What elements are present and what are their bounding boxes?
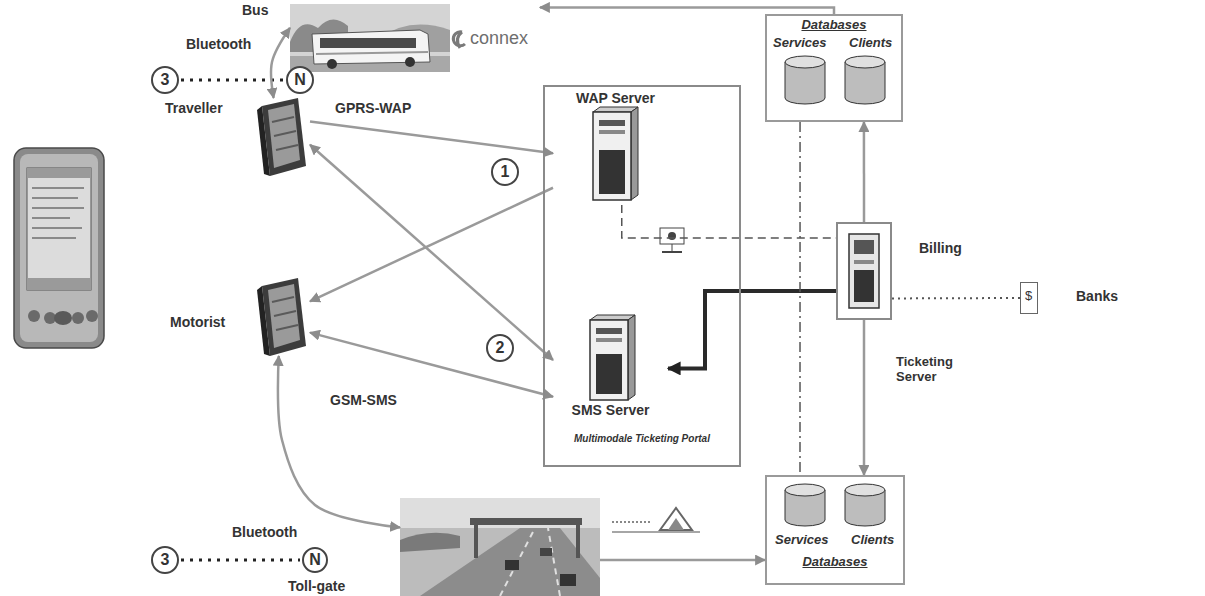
connector-line bbox=[540, 7, 834, 14]
connector-line bbox=[310, 188, 553, 302]
sms-server: SMS Server bbox=[553, 318, 668, 423]
connector-line bbox=[622, 205, 836, 238]
connector-line bbox=[310, 333, 553, 397]
callout-number: N bbox=[302, 547, 328, 573]
node-label: WAP Server bbox=[553, 90, 678, 106]
connector-line bbox=[278, 356, 400, 527]
callout-number: 3 bbox=[151, 66, 179, 94]
connector-line bbox=[271, 28, 290, 98]
callout-number: 1 bbox=[491, 158, 519, 186]
callout-number: N bbox=[286, 66, 314, 94]
traveller-phone bbox=[257, 98, 306, 176]
connector-line bbox=[310, 121, 553, 153]
wap-server: WAP Server bbox=[553, 90, 678, 205]
connector-line bbox=[600, 559, 765, 562]
node-label: $ bbox=[1021, 289, 1036, 304]
connector-line bbox=[863, 122, 866, 222]
link-label: GSM-SMS bbox=[330, 392, 397, 408]
motorist-device: Motorist bbox=[258, 278, 310, 356]
callout-number: 3 bbox=[151, 546, 179, 574]
node-label: Toll-gate bbox=[288, 578, 345, 594]
node-label: Clients bbox=[849, 36, 892, 51]
connector-line bbox=[892, 297, 1020, 299]
node-label: Databases bbox=[767, 18, 901, 33]
toll-gate-node: Toll-gate bbox=[400, 498, 600, 596]
network-link-icon bbox=[660, 228, 684, 252]
link-label: Bluetooth bbox=[186, 36, 251, 52]
traveller-device: Traveller bbox=[258, 98, 310, 176]
node-label: Multimodale Ticketing Portal bbox=[563, 433, 721, 445]
node-label: Databases bbox=[767, 555, 903, 570]
edge-label: Billing bbox=[917, 240, 964, 256]
node-label: Bus bbox=[242, 2, 268, 18]
toll-gate-photo bbox=[400, 498, 600, 596]
database-box: Services ClientsDatabases bbox=[765, 475, 905, 585]
pda-illustration bbox=[14, 148, 104, 348]
node-label: Services bbox=[775, 533, 829, 548]
database-box: DatabasesServices Clients bbox=[765, 14, 903, 122]
node-label: Banks bbox=[1076, 288, 1118, 304]
connex-logo bbox=[453, 32, 465, 48]
node-label: Services bbox=[773, 36, 827, 51]
node-label: connex bbox=[470, 28, 528, 49]
ticketing-portal-box: Multimodale Ticketing Portal WAP ServerSM… bbox=[543, 85, 741, 467]
motorist-phone bbox=[257, 278, 306, 356]
callout-number: 2 bbox=[486, 334, 514, 362]
connector-line bbox=[310, 145, 553, 360]
ticketing-server: Ticketing Server bbox=[836, 222, 892, 320]
ticketing-server-computer bbox=[849, 234, 879, 308]
node-label: Clients bbox=[851, 533, 894, 548]
node-label: Motorist bbox=[170, 314, 225, 330]
bank-box: $Banks bbox=[1020, 282, 1038, 314]
sms-server-tower bbox=[590, 315, 635, 400]
connector-line bbox=[863, 320, 866, 475]
link-label: GPRS-WAP bbox=[335, 100, 411, 116]
bus-photo bbox=[290, 4, 450, 72]
node-label: Traveller bbox=[165, 100, 223, 116]
data-flow-arrow bbox=[668, 291, 836, 368]
node-label: Ticketing Server bbox=[896, 355, 972, 385]
wap-server-tower bbox=[593, 107, 638, 200]
bus-photo-node: Busconnex bbox=[290, 4, 540, 72]
link-label: Bluetooth bbox=[232, 524, 297, 540]
connector-line bbox=[799, 122, 801, 475]
motorway-logo bbox=[612, 508, 700, 532]
bluetooth-dots bbox=[181, 80, 300, 560]
node-label: SMS Server bbox=[553, 402, 668, 418]
